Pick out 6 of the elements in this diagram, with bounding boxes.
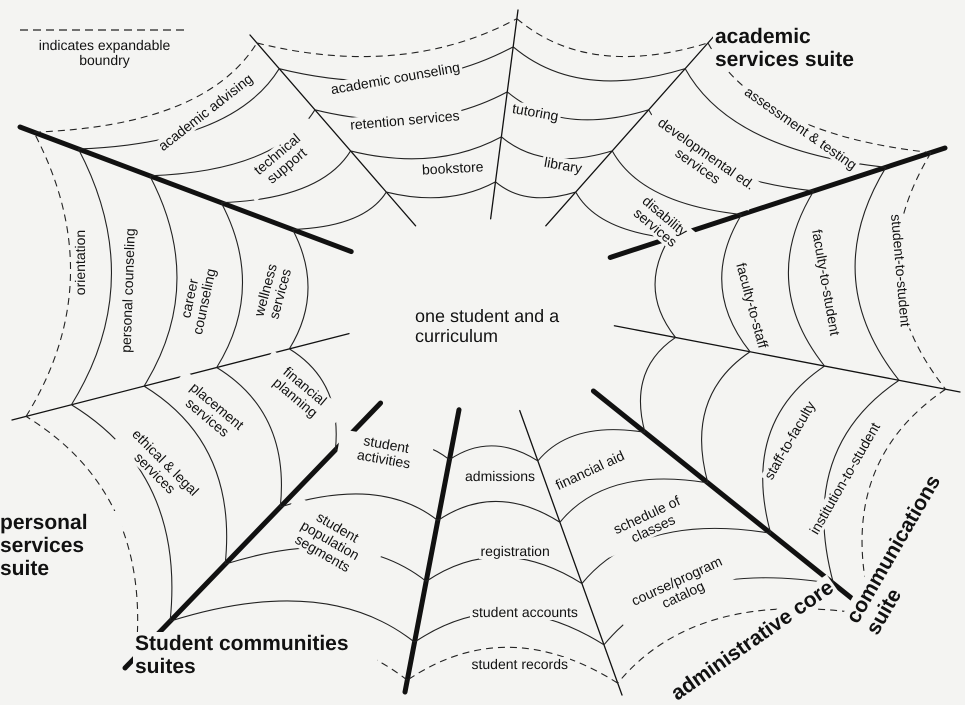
service-label: library <box>541 154 586 176</box>
service-label: registration <box>478 544 552 558</box>
service-label: student records <box>470 656 570 672</box>
service-label: admissions <box>463 468 538 484</box>
service-label: retention services <box>348 108 462 132</box>
service-label: student accounts <box>470 604 580 620</box>
